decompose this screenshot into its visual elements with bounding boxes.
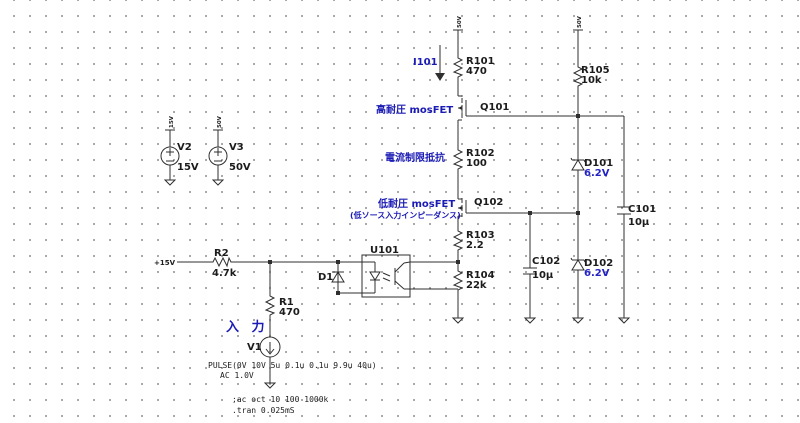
svg-text:R2: R2 bbox=[214, 248, 229, 259]
svg-text:10k: 10k bbox=[581, 75, 602, 86]
svg-text:V1: V1 bbox=[247, 342, 262, 353]
svg-text:R101: R101 bbox=[466, 56, 495, 67]
resistor-r103[interactable]: R103 2.2 bbox=[452, 228, 495, 252]
svg-text:2.2: 2.2 bbox=[466, 240, 484, 251]
svg-text:R105: R105 bbox=[581, 65, 610, 76]
svg-text:15V: 15V bbox=[169, 115, 175, 128]
svg-text:6.2V: 6.2V bbox=[584, 268, 610, 279]
source-v2[interactable]: V2 15V bbox=[160, 142, 199, 173]
annotation-current-limit: 電流制限抵抗 bbox=[385, 151, 445, 164]
mosfet-q101[interactable]: Q101 bbox=[458, 95, 509, 121]
svg-text:V3: V3 bbox=[229, 142, 244, 153]
diode-d1[interactable]: D1 bbox=[318, 271, 345, 283]
resistor-r104[interactable]: R104 22k bbox=[452, 268, 495, 292]
zener-d101[interactable]: D101 6.2V bbox=[570, 157, 613, 179]
svg-text:470: 470 bbox=[466, 66, 487, 77]
resistor-r105[interactable]: R105 10k bbox=[572, 64, 610, 88]
svg-text:D102: D102 bbox=[584, 258, 613, 269]
svg-text:50V: 50V bbox=[229, 162, 251, 173]
power-flag-50v-v3: 50V bbox=[213, 115, 223, 131]
resistor-r2[interactable]: R2 4.7k bbox=[210, 248, 237, 279]
annotation-lv-fet-note: (低ソース入力インピーダンス) bbox=[350, 210, 461, 220]
v1-pulse-spec: PULSE(0V 10V 5u 0.1u 0.1u 9.9u 40u) bbox=[208, 361, 377, 370]
resistor-r101[interactable]: R101 470 bbox=[452, 55, 495, 79]
svg-text:4.7k: 4.7k bbox=[212, 268, 237, 279]
junctions bbox=[268, 114, 580, 295]
svg-text:U101: U101 bbox=[370, 245, 399, 256]
source-v3[interactable]: V3 50V bbox=[208, 142, 251, 173]
resistor-r1[interactable]: R1 470 bbox=[264, 293, 300, 318]
zener-d102[interactable]: D102 6.2V bbox=[570, 257, 613, 279]
power-flag-50v-right: 50V bbox=[573, 15, 583, 31]
svg-text:470: 470 bbox=[279, 307, 300, 318]
svg-text:50V: 50V bbox=[457, 15, 463, 28]
svg-text:15V: 15V bbox=[177, 162, 199, 173]
svg-text:I101: I101 bbox=[413, 57, 438, 68]
svg-text:50V: 50V bbox=[577, 15, 583, 28]
resistor-r102[interactable]: R102 100 bbox=[452, 147, 495, 171]
svg-text:V2: V2 bbox=[177, 142, 192, 153]
svg-text:50V: 50V bbox=[217, 115, 223, 128]
net-label-input-15v: +15V bbox=[154, 259, 176, 267]
svg-text:10µ: 10µ bbox=[532, 270, 554, 281]
ground-symbols bbox=[163, 179, 631, 389]
annotation-lv-fet: 低耐圧 mosFET bbox=[377, 197, 455, 210]
svg-text:+15V: +15V bbox=[154, 259, 176, 267]
svg-text:100: 100 bbox=[466, 158, 487, 169]
optocoupler-u101[interactable]: U101 bbox=[361, 245, 411, 298]
svg-text:C101: C101 bbox=[628, 204, 656, 215]
source-v1[interactable]: V1 bbox=[247, 336, 281, 358]
power-flag-50v-left: 50V bbox=[453, 15, 463, 31]
svg-text:R102: R102 bbox=[466, 148, 495, 159]
spice-directive-tran: .tran 0.025mS bbox=[232, 406, 295, 415]
svg-text:R104: R104 bbox=[466, 270, 495, 281]
current-arrow-i101: I101 bbox=[413, 45, 445, 81]
v1-ac-spec: AC 1.0V bbox=[220, 371, 254, 380]
svg-text:10µ: 10µ bbox=[628, 217, 650, 228]
annotation-hv-fet: 高耐圧 mosFET bbox=[376, 103, 453, 116]
svg-text:Q101: Q101 bbox=[480, 102, 509, 113]
annotation-input: 入 力 bbox=[226, 319, 269, 335]
mosfet-q102[interactable]: Q102 bbox=[458, 197, 503, 217]
svg-text:D101: D101 bbox=[584, 158, 613, 169]
spice-directive-ac: ;ac oct 10 100 1000k bbox=[232, 395, 329, 404]
capacitor-c101[interactable]: C101 10µ bbox=[617, 204, 656, 228]
power-flag-15v-v2: 15V bbox=[165, 115, 175, 131]
svg-text:C102: C102 bbox=[532, 256, 560, 267]
svg-text:R1: R1 bbox=[279, 297, 294, 308]
capacitor-c102[interactable]: C102 10µ bbox=[523, 256, 560, 281]
svg-text:6.2V: 6.2V bbox=[584, 168, 610, 179]
svg-text:R103: R103 bbox=[466, 230, 495, 241]
svg-text:D1: D1 bbox=[318, 272, 333, 283]
svg-text:Q102: Q102 bbox=[474, 197, 503, 208]
svg-text:22k: 22k bbox=[466, 280, 487, 291]
